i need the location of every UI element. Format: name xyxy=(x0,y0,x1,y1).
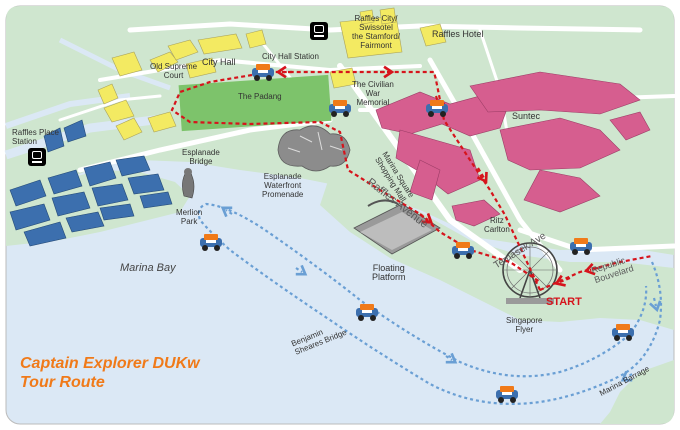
mrt-station-icon xyxy=(28,148,46,166)
amphibious-duck-vehicle-icon xyxy=(329,100,351,117)
amphibious-duck-vehicle-icon xyxy=(570,238,592,255)
mrt-station-icon xyxy=(310,22,328,40)
floating-platform xyxy=(353,199,441,255)
label-city-hall-station: City Hall Station xyxy=(262,52,319,61)
water-route xyxy=(197,202,663,405)
label-raffles-city: Raffles City/ Swissotel the Stamford/ Fa… xyxy=(352,14,401,50)
label-suntec: Suntec xyxy=(512,111,541,121)
label-esplanade-promenade: Esplanade Waterfront Promenade xyxy=(262,172,304,199)
land-east-coast xyxy=(600,360,674,424)
label-marina-bay: Marina Bay xyxy=(120,262,176,274)
merlion-statue-icon xyxy=(182,168,195,199)
cbd-buildings xyxy=(9,119,173,247)
label-raffles-hotel: Raffles Hotel xyxy=(432,29,484,39)
amphibious-duck-vehicle-icon xyxy=(252,64,274,81)
label-city-hall: City Hall xyxy=(202,57,236,67)
the-padang-field xyxy=(178,74,332,132)
amphibious-duck-vehicle-icon xyxy=(200,234,222,251)
label-merlion-park: Merlion Park xyxy=(176,208,203,226)
label-ritz-carlton: Ritz Carlton xyxy=(484,216,510,234)
label-the-padang: The Padang xyxy=(238,92,282,101)
amphibious-duck-vehicle-icon xyxy=(452,242,474,259)
map-title-line-1: Captain Explorer DUKw xyxy=(20,355,200,372)
label-raffles-place-station: Raffles Place Station xyxy=(12,128,59,146)
label-floating-platform: Floating Platform xyxy=(372,263,406,282)
amphibious-duck-vehicle-icon xyxy=(356,304,378,321)
singapore-river xyxy=(4,113,171,160)
map-title-line-2: Tour Route xyxy=(20,374,105,391)
label-esplanade-bridge: Esplanade Bridge xyxy=(182,148,220,166)
start-marker: START xyxy=(546,296,582,308)
label-old-supreme-court: Old Supreme Court xyxy=(150,62,198,80)
map-title: Captain Explorer DUKw Tour Route xyxy=(20,354,200,392)
label-civilian-war-memorial: The Civilian War Memorial xyxy=(352,80,394,107)
amphibious-duck-vehicle-icon xyxy=(496,386,518,403)
esplanade-theatres xyxy=(277,125,351,172)
amphibious-duck-vehicle-icon xyxy=(612,324,634,341)
amphibious-duck-vehicle-icon xyxy=(426,100,448,117)
civic-district-buildings xyxy=(97,7,447,141)
label-singapore-flyer: Singapore Flyer xyxy=(506,316,543,334)
